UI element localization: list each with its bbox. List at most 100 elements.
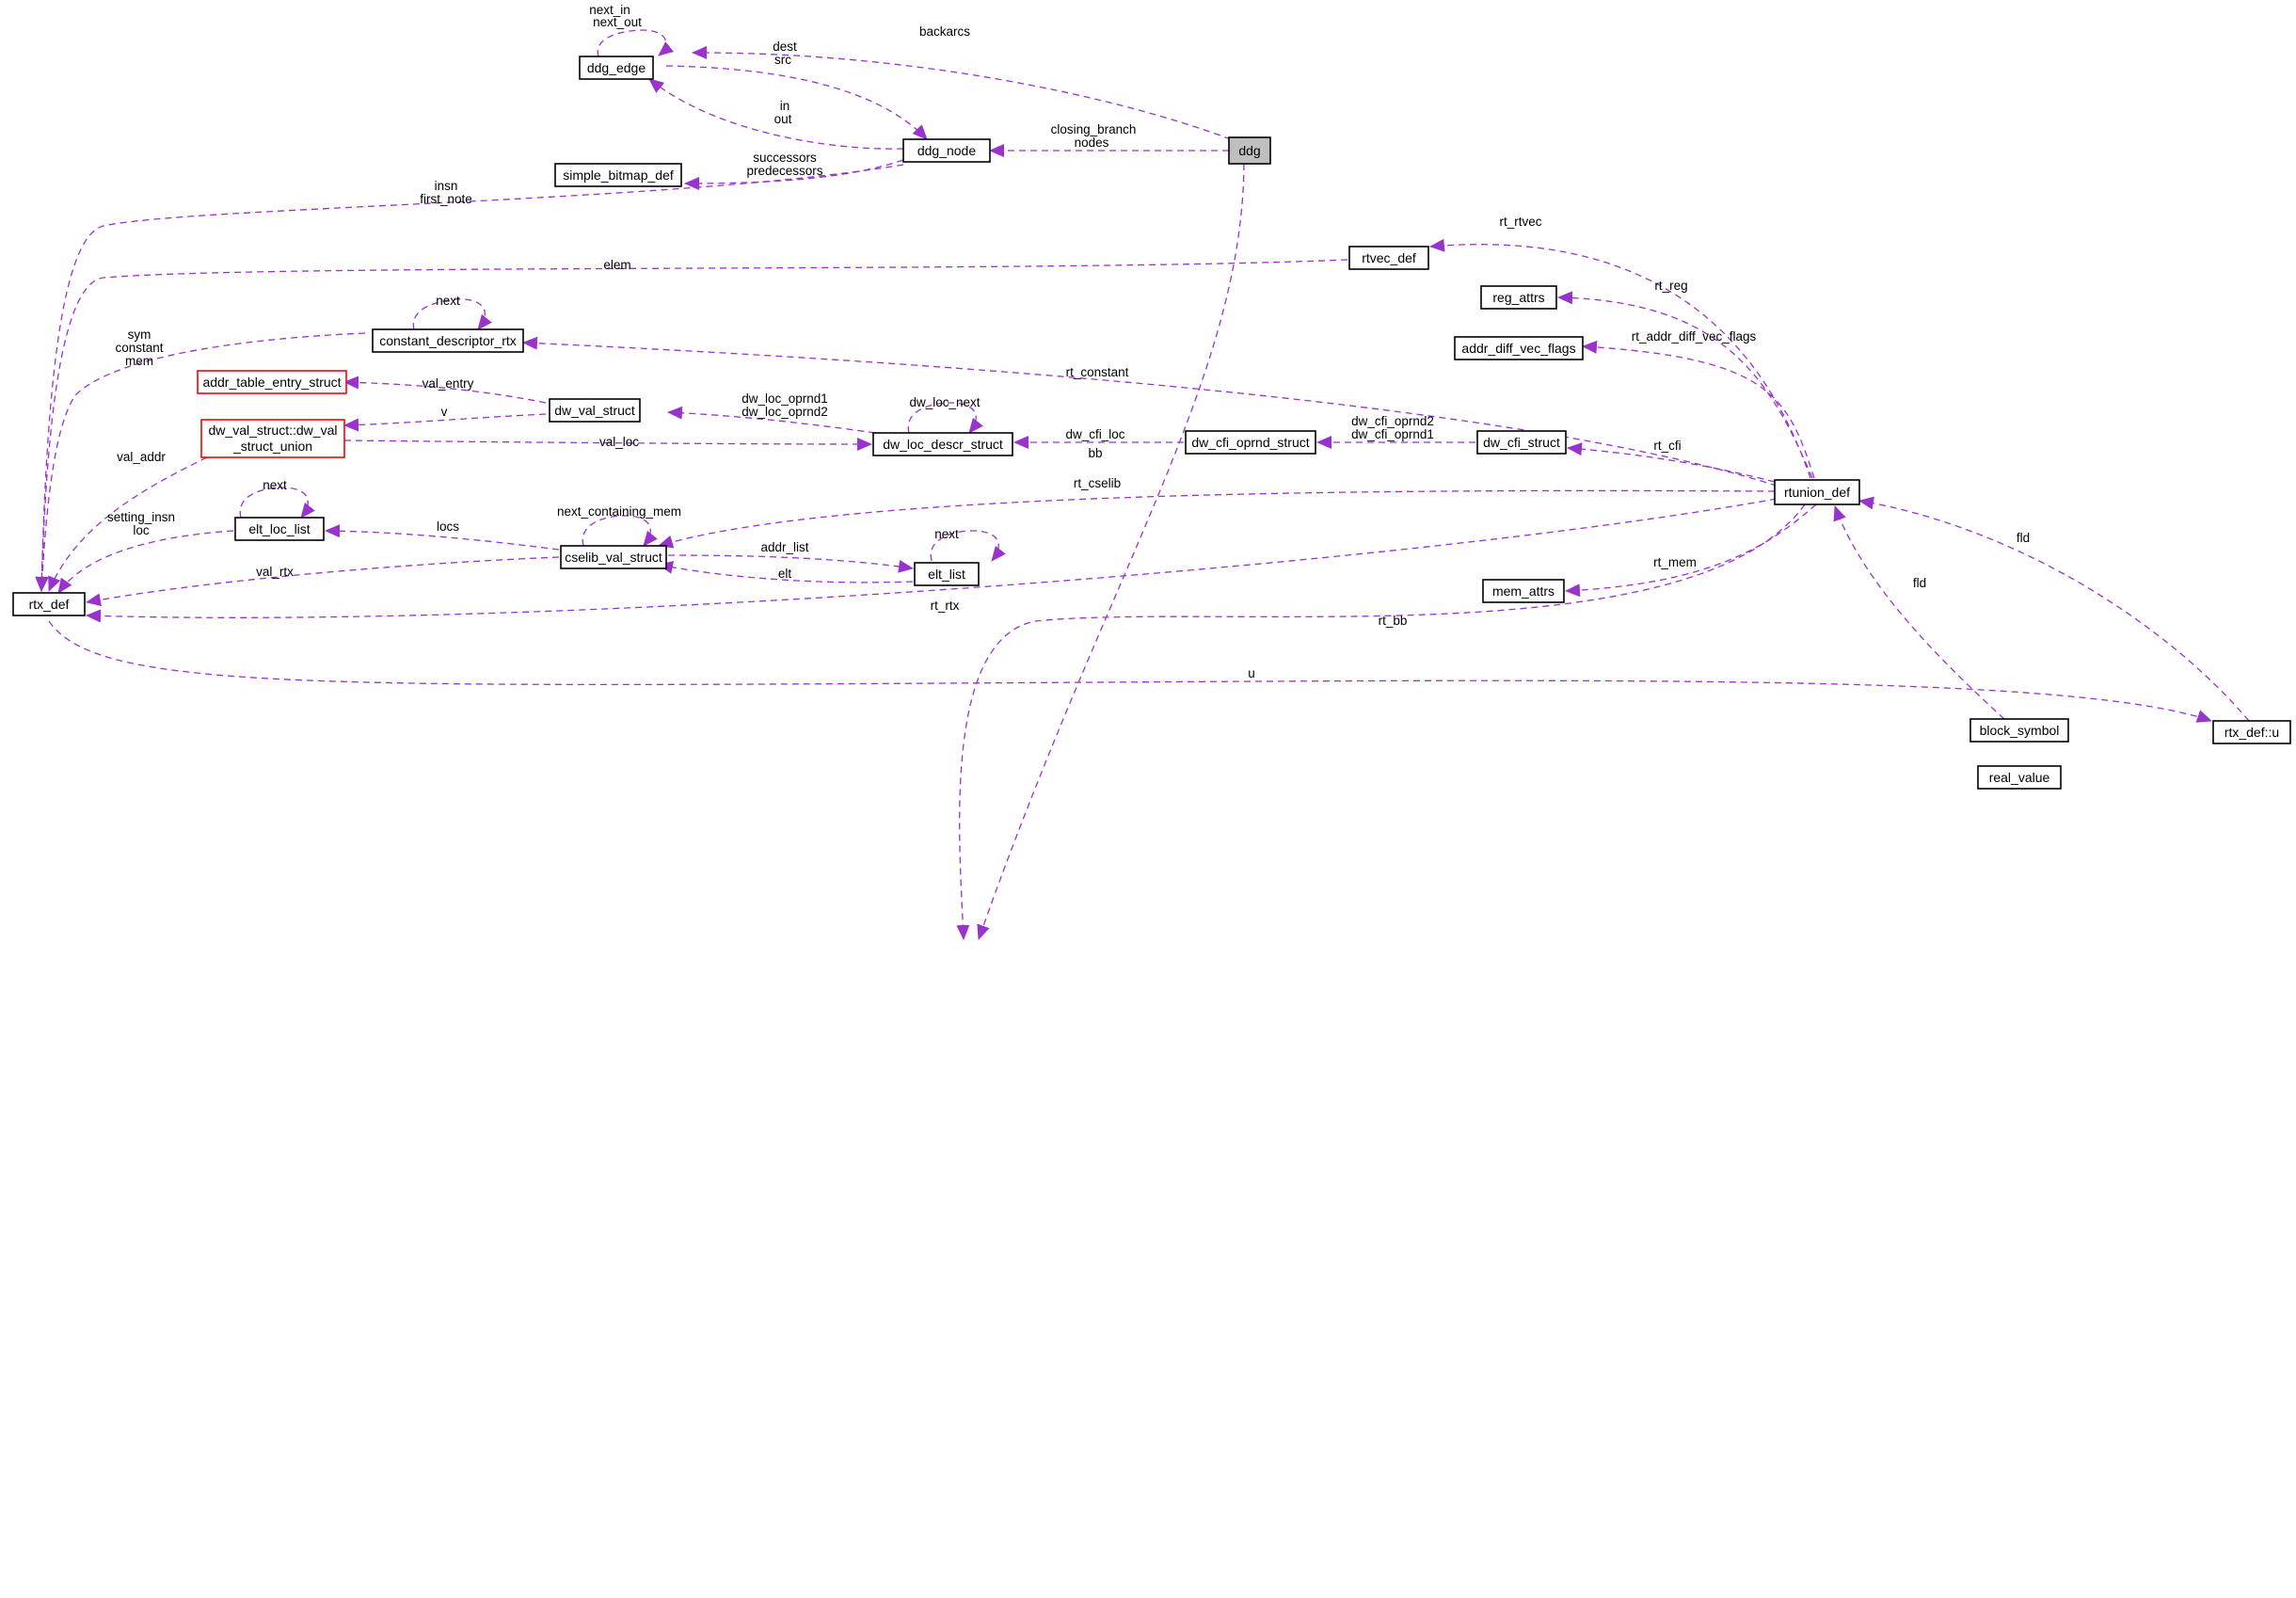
edge-label: rt_rtvec — [1499, 215, 1541, 229]
edge-rt-rtx — [86, 498, 1778, 623]
node-label: elt_loc_list — [248, 521, 310, 536]
node-dw-val-struct[interactable]: dw_val_struct — [549, 398, 641, 423]
edge-backarcs — [692, 45, 1232, 140]
edge-label: dest — [773, 40, 797, 54]
node-real-value[interactable]: real_value — [1977, 765, 2062, 790]
edge-rt-mem — [1565, 503, 1817, 598]
node-label: rtvec_def — [1362, 250, 1416, 265]
edge-label: val_loc — [599, 435, 639, 449]
node-label: dw_loc_descr_struct — [883, 437, 1003, 452]
node-label: reg_attrs — [1492, 290, 1544, 305]
edge-label: src — [774, 53, 791, 67]
node-label: mem_attrs — [1492, 583, 1555, 599]
node-ddg[interactable]: ddg — [1228, 136, 1271, 165]
edge-label: nodes — [1075, 136, 1109, 150]
edge-label: closing_branch — [1051, 122, 1137, 136]
edge-label: dw_cfi_loc — [1065, 427, 1124, 441]
edge-label: rt_cfi — [1653, 439, 1681, 453]
edge-rt-constant — [522, 336, 1789, 490]
edge-ncm-self — [582, 515, 658, 547]
edge-label: next_containing_mem — [557, 504, 681, 519]
node-ddg-edge[interactable]: ddg_edge — [579, 56, 654, 80]
edge-elt — [658, 561, 914, 583]
edge-label: rt_addr_diff_vec_flags — [1632, 329, 1757, 344]
edge-label: next — [263, 478, 287, 492]
node-label: rtx_def — [29, 597, 70, 612]
edge-label: rt_bb — [1379, 614, 1408, 628]
edge-v — [343, 413, 547, 432]
node-dw-val-struct-union[interactable]: dw_val_struct::dw_val _struct_union — [200, 419, 345, 458]
edge-label: out — [774, 112, 792, 126]
edge-label: fld — [2017, 531, 2030, 545]
edge-constant-self — [412, 298, 492, 330]
edge-rt-reg — [1557, 291, 1813, 479]
edge-rt-rtvec — [1429, 238, 1811, 479]
node-dw-cfi-struct[interactable]: dw_cfi_struct — [1476, 430, 1567, 455]
edge-setting-insn — [57, 530, 234, 594]
edge-label: elt — [778, 567, 792, 581]
node-reg-attrs[interactable]: reg_attrs — [1480, 285, 1557, 310]
edge-dw-loc-oprnd — [667, 406, 876, 434]
node-label: cselib_val_struct — [565, 550, 662, 565]
edge-addr-list — [667, 554, 914, 573]
edge-label: next — [436, 294, 460, 308]
edge-rt-addr — [1582, 340, 1815, 479]
edge-label: val_addr — [117, 450, 166, 464]
edge-ddg-edge-self — [597, 29, 675, 57]
node-rtx-def[interactable]: rtx_def — [12, 592, 86, 616]
edge-insn — [35, 164, 904, 592]
node-block-symbol[interactable]: block_symbol — [1969, 718, 2069, 743]
node-label: elt_list — [928, 567, 965, 582]
edge-label: v — [441, 405, 448, 419]
edge-rt-cfi — [1567, 442, 1776, 483]
edge-label: mem — [125, 354, 153, 368]
edge-label: val_entry — [423, 376, 474, 391]
edge-locs — [325, 524, 560, 551]
node-elt-loc-list[interactable]: elt_loc_list — [234, 517, 325, 541]
edge-label: u — [1248, 666, 1255, 680]
edge-elt-loc-self — [239, 487, 315, 519]
node-addr-table-entry-struct[interactable]: addr_table_entry_struct — [197, 370, 347, 394]
edge-label: in — [780, 99, 790, 113]
node-addr-diff-vec-flags[interactable]: addr_diff_vec_flags — [1454, 336, 1584, 360]
node-elt-list[interactable]: elt_list — [914, 562, 980, 586]
node-cselib-val-struct[interactable]: cselib_val_struct — [560, 545, 667, 569]
edge-rt-cselib — [658, 489, 1776, 549]
edge-label: next_in — [589, 3, 630, 17]
node-simple-bitmap-def[interactable]: simple_bitmap_def — [554, 163, 682, 187]
node-rtx-def-u[interactable]: rtx_def::u — [2212, 720, 2291, 744]
node-mem-attrs[interactable]: mem_attrs — [1482, 579, 1565, 603]
node-label: simple_bitmap_def — [563, 168, 674, 183]
edge-label: rt_cselib — [1074, 476, 1121, 490]
node-constant-descriptor-rtx[interactable]: constant_descriptor_rtx — [372, 328, 524, 353]
node-dw-cfi-oprnd-struct[interactable]: dw_cfi_oprnd_struct — [1185, 430, 1316, 455]
edge-label: dw_cfi_oprnd2 — [1351, 414, 1434, 428]
node-label: dw_val_struct — [554, 403, 635, 418]
edge-u — [48, 620, 2212, 723]
edge-fld-left — [1833, 505, 2005, 720]
node-ddg-node[interactable]: ddg_node — [902, 138, 991, 163]
edge-successors — [684, 159, 904, 190]
edge-label: val_rtx — [256, 565, 294, 579]
edge-label: fld — [1913, 576, 1926, 590]
edge-label: rt_rtx — [931, 599, 960, 613]
edge-label: next — [934, 527, 959, 541]
node-rtunion-def[interactable]: rtunion_def — [1774, 479, 1860, 505]
edge-label: dw_loc_oprnd1 — [741, 392, 828, 406]
edge-rt-bb — [956, 503, 1806, 940]
node-label: ddg — [1238, 143, 1260, 158]
node-label: dw_cfi_struct — [1483, 435, 1560, 450]
edge-val-addr — [48, 456, 208, 592]
edge-elt-list-self — [930, 530, 1006, 562]
node-dw-loc-descr-struct[interactable]: dw_loc_descr_struct — [872, 432, 1013, 456]
edge-dw-loc-next-self — [907, 402, 983, 434]
nodes: ddg ddg_edge ddg_node simple_bitmap_def … — [12, 56, 2291, 790]
edge-label: backarcs — [919, 24, 970, 39]
node-rtvec-def[interactable]: rtvec_def — [1348, 246, 1429, 270]
node-label: ddg_edge — [587, 60, 646, 75]
node-label: constant_descriptor_rtx — [379, 333, 517, 348]
edge-label: first_note — [420, 192, 472, 206]
edge-label: dw_loc_oprnd2 — [741, 405, 828, 419]
edge-val-entry — [343, 376, 547, 404]
edge-val-rtx — [86, 556, 560, 607]
